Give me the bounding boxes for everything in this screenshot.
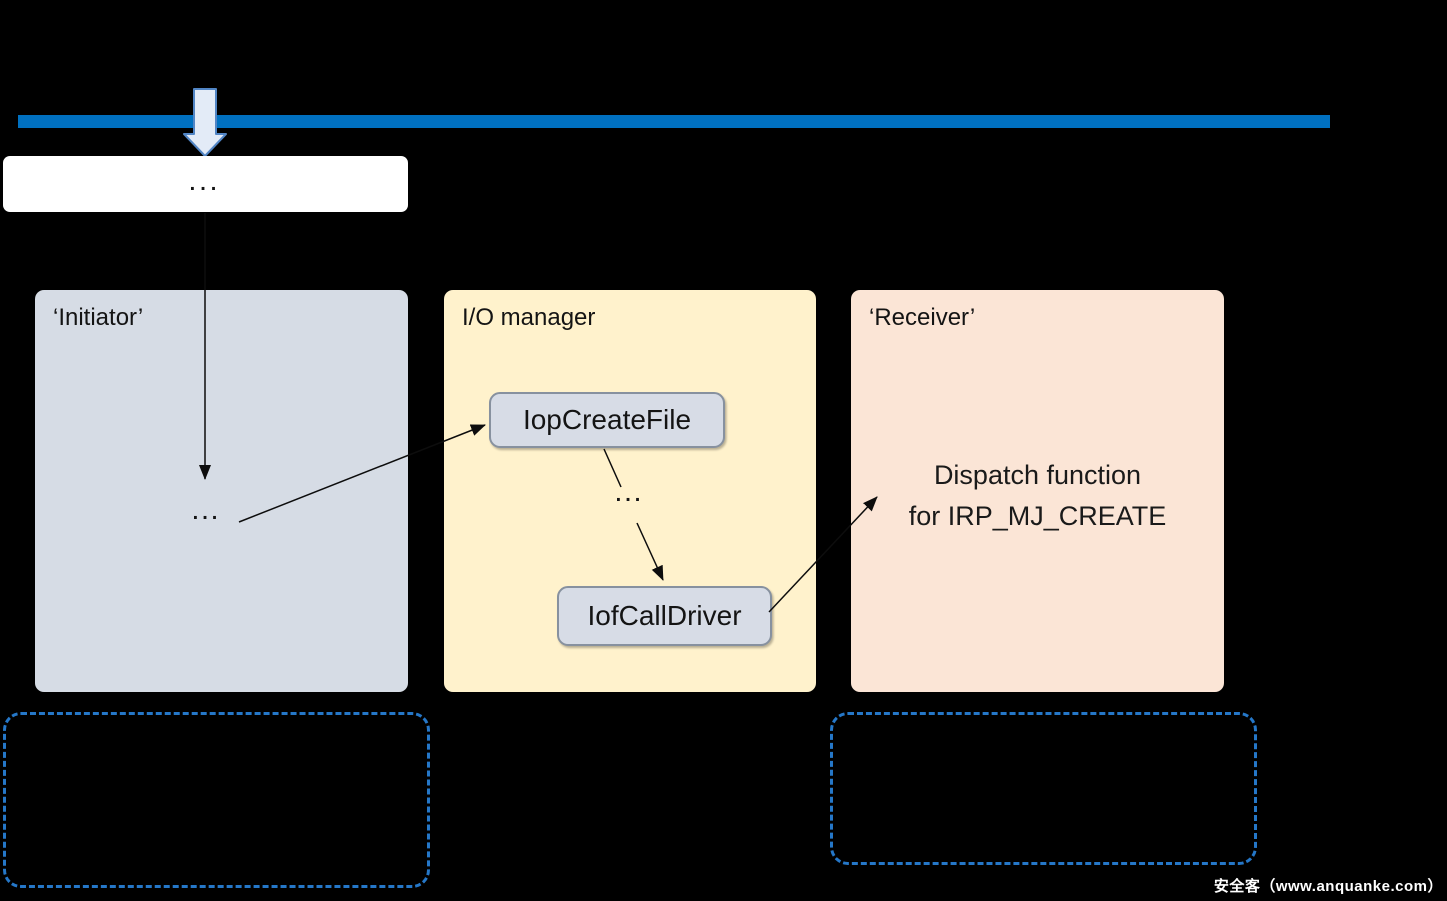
left-note-box — [3, 712, 430, 888]
node-iofcalldriver-label: IofCallDriver — [587, 600, 742, 631]
node-iofcalldriver: IofCallDriver — [557, 586, 772, 646]
entry-box: ... — [3, 156, 408, 212]
io-manager-ellipsis: ... — [615, 484, 645, 506]
right-note-box — [830, 712, 1257, 865]
node-iopcreatefile: IopCreateFile — [489, 392, 725, 448]
receiver-box: ‘Receiver’ — [851, 290, 1224, 692]
initiator-ellipsis: ... — [192, 502, 222, 524]
initiator-title: ‘Initiator’ — [53, 304, 144, 331]
dispatch-function-line1: Dispatch function — [933, 460, 1142, 490]
receiver-title: ‘Receiver’ — [869, 304, 976, 331]
watermark: 安全客（www.anquanke.com） — [1213, 878, 1443, 895]
boundary-line — [18, 115, 1330, 128]
dispatch-function-label: Dispatch function for IRP_MJ_CREATE — [861, 455, 1214, 537]
node-iopcreatefile-label: IopCreateFile — [522, 404, 692, 435]
dispatch-function-line2: for IRP_MJ_CREATE — [908, 501, 1167, 531]
entry-box-ellipsis: ... — [189, 172, 222, 195]
down-arrow-icon — [183, 88, 227, 157]
initiator-box: ‘Initiator’ — [35, 290, 408, 692]
io-manager-title: I/O manager — [462, 304, 596, 331]
